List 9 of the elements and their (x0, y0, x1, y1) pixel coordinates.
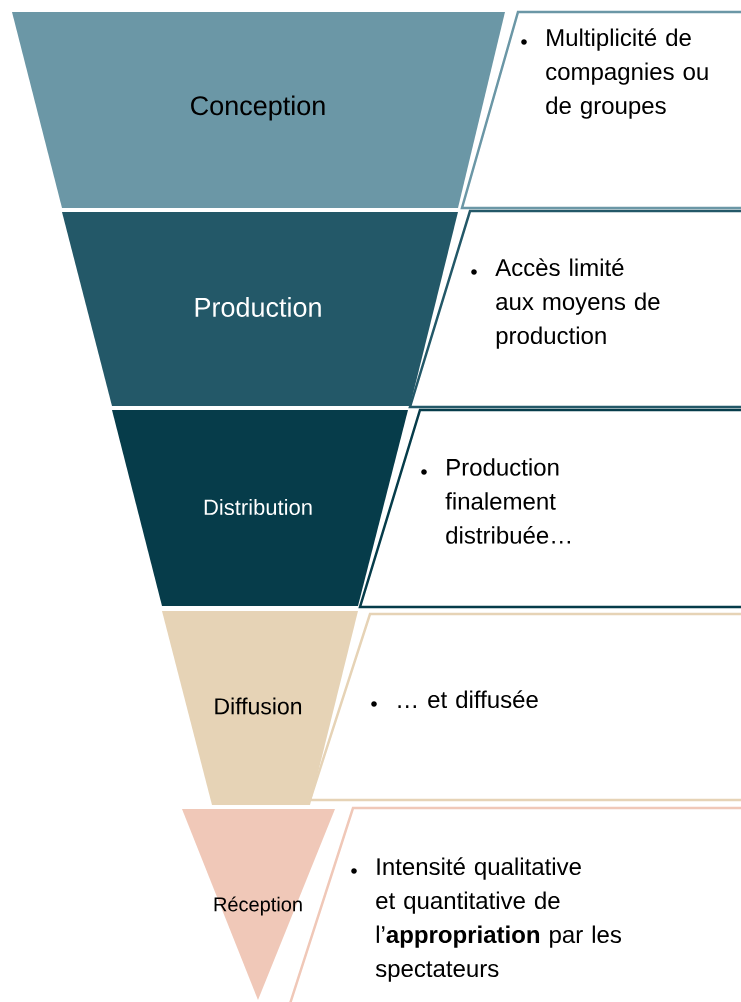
bullet-panel: Accès limité aux moyens de production (408, 209, 741, 409)
bullet-panel: Multiplicité de compagnies ou de groupes (460, 10, 741, 210)
funnel-segment: Production (62, 212, 458, 406)
bullet-panel: Production finalement distribuée… (358, 408, 741, 609)
funnel-segment: Conception (12, 12, 505, 208)
funnel-segment: Distribution (112, 410, 408, 606)
bullet-panel: … et diffusée (308, 612, 741, 802)
funnel-segment: Diffusion (162, 611, 358, 805)
funnel-segment: Réception (182, 809, 335, 1000)
